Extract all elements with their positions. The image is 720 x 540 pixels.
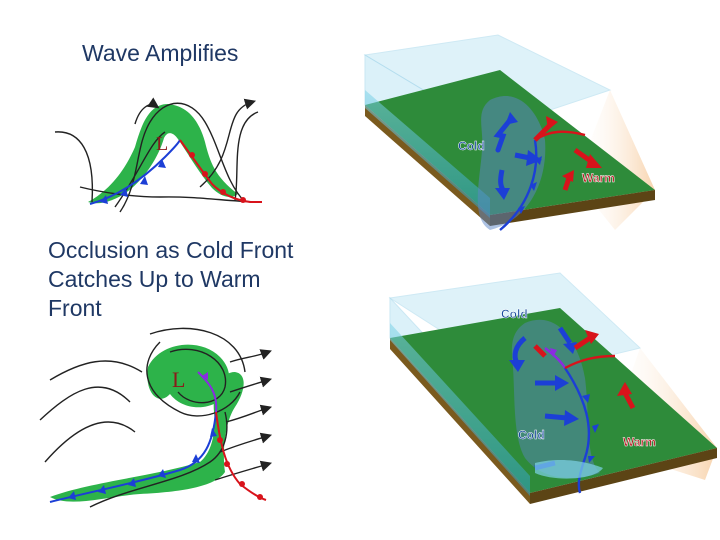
warm-front <box>564 354 616 370</box>
title-occlusion-line-3: Front <box>48 295 102 321</box>
cold-air-arrow <box>498 169 506 192</box>
warm-front-bump <box>224 461 230 467</box>
cold-front <box>89 139 181 205</box>
cold-front-barb <box>530 182 537 191</box>
isobar <box>219 432 273 453</box>
cold-label-top: Cold <box>501 307 528 321</box>
precip-band-low <box>147 344 230 408</box>
precip-band <box>50 372 244 502</box>
warm-air-arrow-head <box>562 170 574 182</box>
occlusion-map-diagram: L <box>39 327 273 508</box>
occluded-front <box>544 347 567 369</box>
cold-front-barb <box>582 394 590 403</box>
isobar <box>49 360 143 381</box>
warm-air-arrow <box>533 123 552 142</box>
isobar <box>39 386 131 421</box>
warm-front-bump <box>257 494 263 500</box>
ground-side-right <box>530 448 717 504</box>
warm-air-arrow-head <box>586 154 602 168</box>
wave-3d-block-diagram: Cold Warm <box>363 34 655 231</box>
isobar <box>119 102 246 213</box>
ground-side-right <box>490 190 655 226</box>
cold-label-bottom: Cold <box>518 428 545 442</box>
cold-front-barb <box>158 469 166 478</box>
cold-front-barb <box>592 424 599 433</box>
ground-side-left <box>390 338 530 504</box>
low-pressure-label: L <box>156 133 168 155</box>
warm-air-arrow-head <box>546 116 558 130</box>
cold-air-mass <box>511 319 600 478</box>
isobar <box>79 186 263 203</box>
cold-air-arrow <box>544 413 568 421</box>
isobar <box>44 421 136 463</box>
cold-air-arrow-head <box>563 342 577 354</box>
cold-air-mass <box>477 95 546 230</box>
isobar <box>229 376 273 393</box>
warm-front-bump <box>239 481 245 487</box>
warm-air-arrow <box>622 391 636 410</box>
occluded-front-barb <box>202 372 208 380</box>
warm-air-arrow-head <box>617 382 632 396</box>
warm-front-bump <box>189 152 195 158</box>
isobar <box>229 349 272 363</box>
cold-air-arrow <box>557 326 573 345</box>
isobar <box>149 327 246 373</box>
cold-air-arrow-head <box>555 375 569 391</box>
isobar <box>169 348 227 404</box>
title-occlusion: Occlusion as Cold Front Catches Up to Wa… <box>48 236 348 323</box>
cold-air-arrow-head <box>526 150 542 166</box>
ground-surface <box>390 308 717 493</box>
warm-front-bump <box>220 189 226 195</box>
cold-air-arrow-head <box>505 112 518 125</box>
water-side <box>390 323 530 496</box>
cold-front-barb <box>68 491 76 500</box>
occluded-front <box>197 371 218 413</box>
title-wave-amplifies: Wave Amplifies <box>82 40 239 66</box>
cold-front <box>499 139 538 231</box>
isobar <box>199 98 257 188</box>
low-pressure-label: L <box>172 367 185 392</box>
cold-air-pool <box>535 460 603 479</box>
occlusion-3d-block-diagram: Cold Cold Warm <box>388 272 717 504</box>
warm-air-arrow <box>573 335 592 351</box>
title-occlusion-line-1: Occlusion as Cold Front <box>48 237 294 263</box>
isobar <box>89 411 228 508</box>
warm-air-arrow-head <box>585 330 599 344</box>
cold-front <box>49 411 217 503</box>
warm-label: Warm <box>623 435 656 449</box>
isobar <box>225 404 273 423</box>
cold-front-barb <box>98 485 106 494</box>
warm-front-bump <box>240 197 246 203</box>
cold-front-barb <box>100 195 108 204</box>
cold-air-arrow-head <box>509 360 525 372</box>
cold-air-arrow <box>493 117 513 153</box>
precip-band <box>88 104 238 204</box>
title-occlusion-line-2: Catches Up to Warm <box>48 266 261 292</box>
cold-front-barb <box>588 456 595 463</box>
occluded-front-barb <box>550 348 557 357</box>
warm-front-bump <box>202 171 208 177</box>
cold-air-arrow-head <box>495 188 510 200</box>
cold-front-barb <box>120 188 128 197</box>
isobar <box>146 341 241 417</box>
cold-front-barb <box>140 176 148 185</box>
isobar <box>214 460 273 481</box>
warm-front-bump <box>217 437 223 443</box>
water-side <box>365 90 490 218</box>
isobar <box>54 131 94 203</box>
cold-label: Cold <box>458 139 485 153</box>
cold-front-barb <box>128 478 136 487</box>
wave-map-diagram: L <box>54 97 263 213</box>
cold-front-barb <box>192 454 200 463</box>
isobar <box>114 131 166 208</box>
warm-air-arrow <box>533 344 547 358</box>
cold-air-arrow-head <box>564 410 579 426</box>
cold-front-barb <box>210 428 217 437</box>
cold-front-barb <box>158 159 166 168</box>
warm-label: Warm <box>582 171 615 185</box>
isobar <box>234 111 259 201</box>
cold-front-barb <box>518 206 525 214</box>
cold-front <box>564 367 591 494</box>
isobar <box>134 97 160 125</box>
